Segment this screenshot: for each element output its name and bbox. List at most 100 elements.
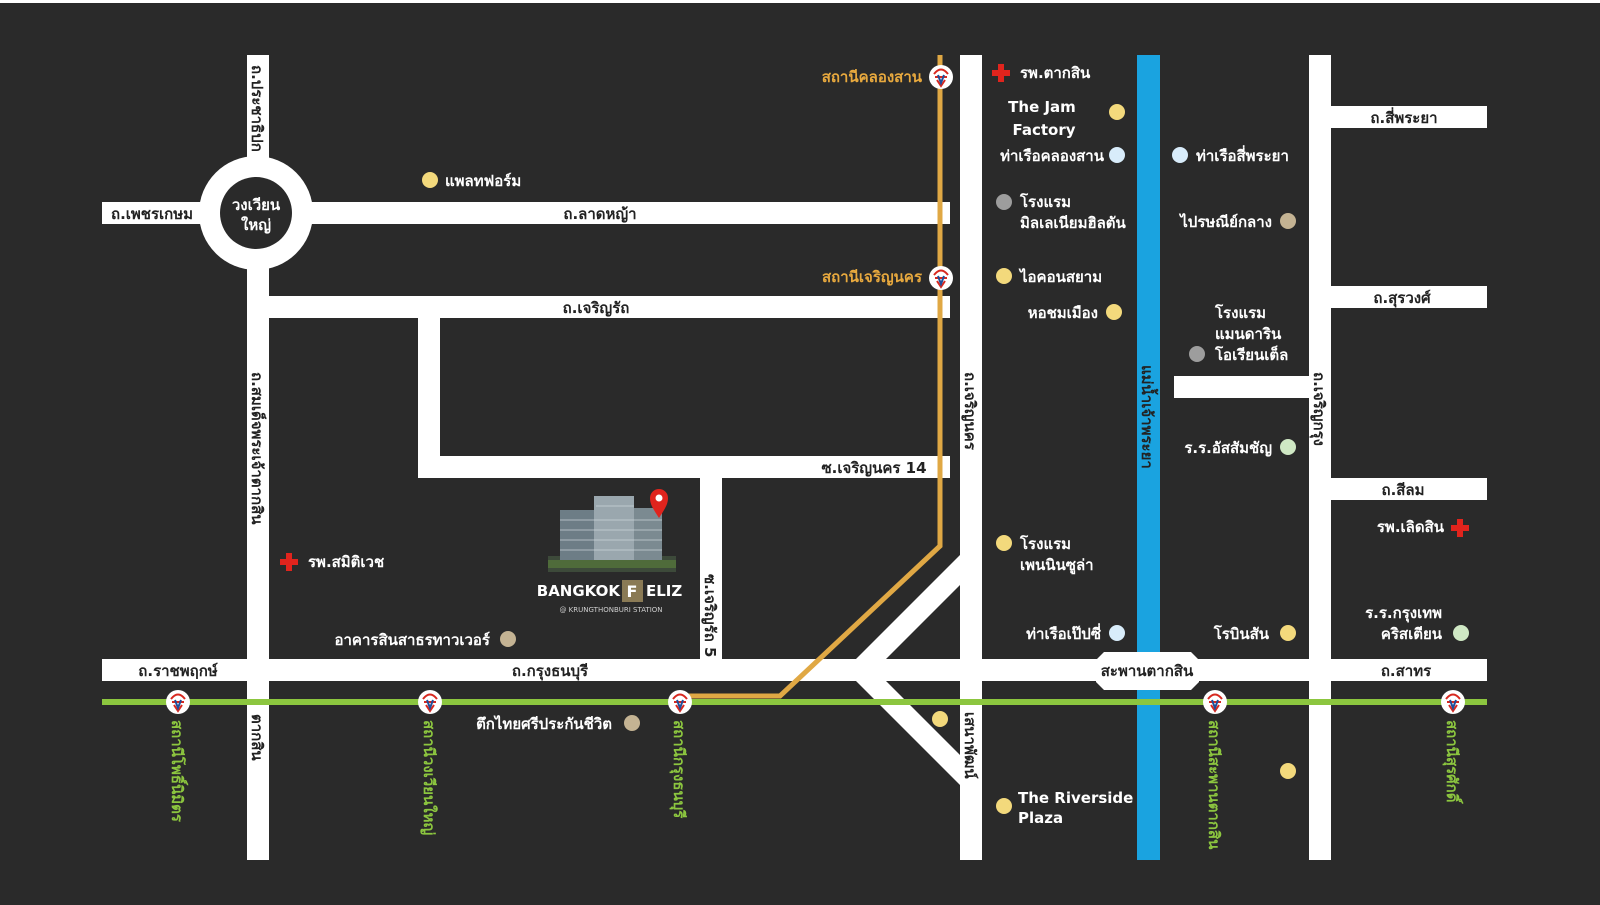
road-soi-loop-left bbox=[418, 318, 440, 478]
poi-dot-jam-factory bbox=[1109, 104, 1125, 120]
road-label-lat-ya: ถ.ลาดหญ้า bbox=[563, 205, 636, 223]
river-label: แม่น้ำเจ้าพระยา bbox=[1138, 365, 1159, 469]
gold-line-route bbox=[680, 55, 943, 699]
road-label-soi-charoen-rat-5: ซ.เจริญรัถ 5 bbox=[701, 574, 719, 657]
hospital-cross-icon bbox=[992, 64, 1010, 82]
station-label-saphan-taksin: สถานีสะพานตากสิน bbox=[1205, 720, 1223, 850]
poi-dot-pepsi-pier bbox=[1109, 625, 1125, 641]
poi-dot-charoen-nakhon-south bbox=[932, 711, 948, 727]
bts-station-icon bbox=[668, 690, 692, 714]
poi-dot-si-phraya-pier bbox=[1172, 147, 1188, 163]
poi-dot-sin-sathorn-tower bbox=[500, 631, 516, 647]
wongwian-yai-center bbox=[220, 177, 292, 249]
bts-station-icon bbox=[929, 266, 953, 290]
poi-label-sin-sathorn-tower: อาคารสินสาธรทาวเวอร์ bbox=[335, 631, 491, 649]
vertical-labels: ถ.ประชาธิปก ถ.สมเด็จพระเจ้าตากสิน ตากสิน… bbox=[168, 65, 1464, 850]
poi-dot-hor-chom-muang bbox=[1106, 304, 1122, 320]
poi-label-bangkok-christian-line1: ร.ร.กรุงเทพ bbox=[1365, 604, 1442, 623]
project-logo: BANGKOK F ELIZ @ KRUNGTHONBURI STATION bbox=[537, 580, 682, 614]
poi-label-si-phraya-pier: ท่าเรือสี่พระยา bbox=[1196, 145, 1289, 165]
road-charoen-nakhon bbox=[960, 55, 982, 860]
poi-label-samitivej: รพ.สมิติเวช bbox=[308, 553, 384, 571]
hospital-cross-icon bbox=[280, 553, 298, 571]
project-subtitle: @ KRUNGTHONBURI STATION bbox=[559, 606, 662, 614]
poi-dot-peninsula bbox=[996, 535, 1012, 551]
poi-label-platform: แพลทฟอร์ม bbox=[445, 172, 521, 190]
project-building bbox=[548, 496, 676, 572]
road-si-phraya bbox=[1330, 106, 1487, 128]
poi-dot-riverside-plaza bbox=[996, 798, 1012, 814]
road-charoen-krung bbox=[1309, 55, 1331, 860]
station-label-krung-thon-buri: สถานีกรุงธนบุรี bbox=[669, 720, 688, 819]
road-soi-charoen-nakhon-14 bbox=[418, 456, 950, 478]
wongwian-yai-label-line1: วงเวียน bbox=[232, 196, 281, 214]
project-logo-mark-box bbox=[622, 580, 643, 602]
bts-station-icon bbox=[929, 65, 953, 89]
poi-dot-millennium-hilton bbox=[996, 194, 1012, 210]
poi-dot-robinson bbox=[1280, 625, 1296, 641]
road-label-charoen-rat: ถ.เจริญรัถ bbox=[563, 299, 630, 317]
road-label-somdet-taksin: ถ.สมเด็จพระเจ้าตากสิน bbox=[248, 372, 267, 525]
road-east-short bbox=[1174, 376, 1321, 398]
poi-dot-assumption bbox=[1280, 439, 1296, 455]
bts-silom-line bbox=[102, 699, 1487, 705]
poi-label-robinson: โรบินสัน bbox=[1213, 624, 1270, 643]
road-soi-charoen-rat-5 bbox=[700, 478, 722, 661]
poi-dot-platform bbox=[422, 172, 438, 188]
poi-dot-bottom-charoen-krung bbox=[1280, 763, 1296, 779]
project-name-mark: F bbox=[627, 582, 638, 601]
poi-label-taksin-hospital: รพ.ตากสิน bbox=[1020, 64, 1091, 82]
road-label-krung-thonburi: ถ.กรุงธนบุรี bbox=[512, 662, 589, 681]
poi-label-iconsiam: ไอคอนสยาม bbox=[1018, 267, 1102, 286]
road-charoen-rat bbox=[262, 296, 950, 318]
wongwian-yai-label-line2: ใหญ่ bbox=[241, 216, 271, 234]
road-lat-ya bbox=[300, 202, 950, 224]
road-diagonal-upper bbox=[845, 555, 960, 670]
poi-label-bangkok-christian-line2: คริสเตียน bbox=[1381, 625, 1443, 643]
road-phetkasem bbox=[102, 202, 212, 224]
station-label-pho-nimit: สถานีโพธิ์นิมิตร bbox=[168, 720, 189, 823]
bts-station-icon bbox=[166, 690, 190, 714]
bts-station-icon bbox=[1441, 690, 1465, 714]
poi-label-peninsula-line1: โรงแรม bbox=[1019, 534, 1071, 553]
hospital-cross-icon bbox=[1451, 519, 1469, 537]
poi-dot-mandarin-oriental bbox=[1189, 346, 1205, 362]
station-label-wongwian-yai: สถานีวงเวียนใหญ่ bbox=[420, 720, 438, 835]
poi-label-riverside-plaza-line1: The Riverside bbox=[1018, 789, 1133, 807]
station-icons bbox=[166, 65, 1465, 714]
poi-label-post-office: ไปรษณีย์กลาง bbox=[1178, 212, 1272, 231]
poi-label-pepsi-pier: ท่าเรือเป๊ปซี่ bbox=[1026, 623, 1101, 643]
road-label-si-phraya: ถ.สี่พระยา bbox=[1370, 107, 1437, 127]
road-ratchaphruek-krungthonburi bbox=[102, 659, 1487, 681]
road-label-taksin-bridge: สะพานตากสิน bbox=[1101, 662, 1194, 680]
poi-label-mandarin-line1: โรงแรม bbox=[1214, 303, 1266, 322]
road-label-sathorn: ถ.สาทร bbox=[1381, 662, 1432, 680]
poi-label-jam-factory-line1: The Jam bbox=[1008, 98, 1076, 116]
road-label-phetkasem: ถ.เพชรเกษม bbox=[111, 205, 193, 223]
poi-label-lerdsin-hospital: รพ.เลิดสิน bbox=[1377, 518, 1445, 536]
poi-label-hor-chom-muang: หอชมเมือง bbox=[1028, 304, 1098, 322]
poi-dot-post-office bbox=[1280, 213, 1296, 229]
poi-dot-bangkok-christian bbox=[1453, 625, 1469, 641]
project-name-left: BANGKOK bbox=[537, 582, 622, 600]
bts-station-icon bbox=[418, 690, 442, 714]
poi-dot-thai-sri bbox=[624, 715, 640, 731]
road-label-silom: ถ.สีลม bbox=[1381, 481, 1424, 499]
hospital-icons bbox=[280, 64, 1469, 571]
poi-label-khlong-san-pier: ท่าเรือคลองสาน bbox=[1000, 147, 1105, 165]
poi-label-riverside-plaza-line2: Plaza bbox=[1018, 809, 1063, 827]
poi-label-peninsula-line2: เพนนินซูล่า bbox=[1020, 556, 1094, 575]
station-label-khlong-san: สถานีคลองสาน bbox=[822, 68, 923, 86]
poi-label-mandarin-line3: โอเรียนเต็ล bbox=[1214, 345, 1288, 364]
station-label-charoen-nakhon: สถานีเจริญนคร bbox=[822, 268, 923, 286]
poi-label-millennium-hilton-line1: โรงแรม bbox=[1019, 192, 1071, 211]
road-label-charoen-nakhon: ถ.เจริญนคร bbox=[961, 372, 979, 451]
station-label-surasak: สถานีสุรศักดิ์ bbox=[1442, 720, 1464, 804]
road-label-prachathipok: ถ.ประชาธิปก bbox=[248, 65, 266, 152]
road-label-charoen-krung: ถ.เจริญกรุง bbox=[1309, 372, 1328, 446]
poi-dot-iconsiam bbox=[996, 268, 1012, 284]
project-name-right: ELIZ bbox=[646, 582, 682, 600]
poi-label-millennium-hilton-line2: มิลเลเนียมฮิลตัน bbox=[1020, 214, 1127, 232]
road-label-charoen-nakhon-bottom: เสนาพัฒน์ bbox=[961, 712, 979, 779]
